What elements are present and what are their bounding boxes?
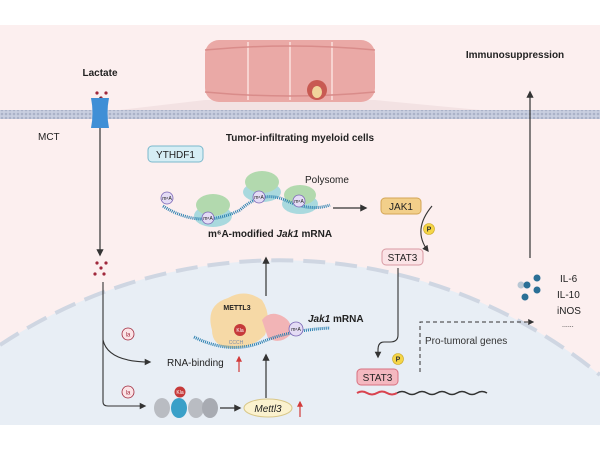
phospho-stat3-box: [356, 368, 399, 386]
mettl14-protein: [262, 313, 291, 341]
mettl3-gene-label: Mettl3: [254, 404, 282, 415]
stat3-label: STAT3: [388, 253, 418, 264]
rna-binding-label: RNA-binding: [167, 358, 224, 369]
ythdf1-box: [147, 145, 204, 163]
lactate-label: Lactate: [82, 68, 117, 79]
rna-binding-arrow: [102, 339, 152, 366]
phospho-icon: [392, 353, 404, 365]
dna-promoter: [356, 390, 398, 396]
dna-strand: [396, 390, 488, 396]
phospho-stat3-label: STAT3: [363, 373, 393, 384]
nucleosomes: Kla: [154, 386, 218, 418]
svg-text:m⁶A: m⁶A: [203, 216, 213, 222]
inos-label: iNOS: [557, 306, 581, 317]
stat3-box: [381, 248, 424, 266]
m6a-modified-jak1-mrna-label: m⁶A-modified Jak1 mRNA: [208, 229, 332, 240]
la-icon: la: [121, 327, 135, 341]
svg-text:m⁶A: m⁶A: [254, 195, 264, 201]
phospho-label: P: [396, 357, 401, 364]
polysome-label: Polysome: [305, 175, 349, 186]
mettl3-protein: [210, 293, 268, 349]
kla-label: Kla: [236, 328, 243, 334]
mct-label: MCT: [38, 132, 60, 143]
mettl3-protein-label: METTL3: [223, 305, 250, 312]
nucleus: [0, 260, 600, 425]
m6a-marks: m⁶A m⁶A m⁶A m⁶A: [160, 190, 306, 225]
svg-text:m⁶A: m⁶A: [294, 199, 304, 205]
m6a-label: m⁶A: [291, 327, 301, 333]
cell-type-label: Tumor-infiltrating myeloid cells: [226, 133, 375, 144]
mct-transporter: [91, 98, 109, 128]
mettl3-gene-box: [243, 398, 293, 418]
phospho-label: P: [427, 227, 432, 234]
ellipsis-label: ......: [562, 322, 574, 329]
svg-text:m⁶A: m⁶A: [162, 196, 172, 202]
cell-membrane: [0, 110, 600, 119]
svg-text:la: la: [126, 333, 131, 339]
kla-mark-icon: [234, 324, 246, 336]
intracellular-lactate: [93, 261, 108, 276]
jak1-label: JAK1: [389, 202, 413, 213]
stat3-translocation-arrow: [374, 268, 399, 359]
svg-text:la: la: [126, 391, 131, 397]
colon-illustration: [120, 40, 480, 110]
il10-label: IL-10: [557, 290, 580, 301]
m6a-mark-icon: [288, 321, 304, 337]
histone-kla-label: Kla: [176, 390, 183, 396]
phosphorylation-arrow: [420, 205, 433, 253]
immunosuppression-label: Immunosuppression: [466, 50, 564, 61]
ythdf1-label: YTHDF1: [156, 150, 195, 161]
pro-tumoral-dashed-arrow: [419, 319, 535, 372]
pro-tumoral-genes-label: Pro-tumoral genes: [425, 336, 507, 347]
phospho-icon: [423, 223, 435, 235]
histone-lactylation-arrow: [102, 282, 147, 410]
jak1-mrna-label: Jak1 mRNA: [308, 314, 364, 325]
ccch-label: CCCH: [229, 340, 244, 346]
jak1-box: [380, 197, 422, 215]
jak1-mrna-strand: [193, 326, 331, 349]
la-icon: la: [121, 385, 135, 399]
cytokine-molecules: [517, 274, 541, 301]
il6-label: IL-6: [560, 274, 578, 285]
